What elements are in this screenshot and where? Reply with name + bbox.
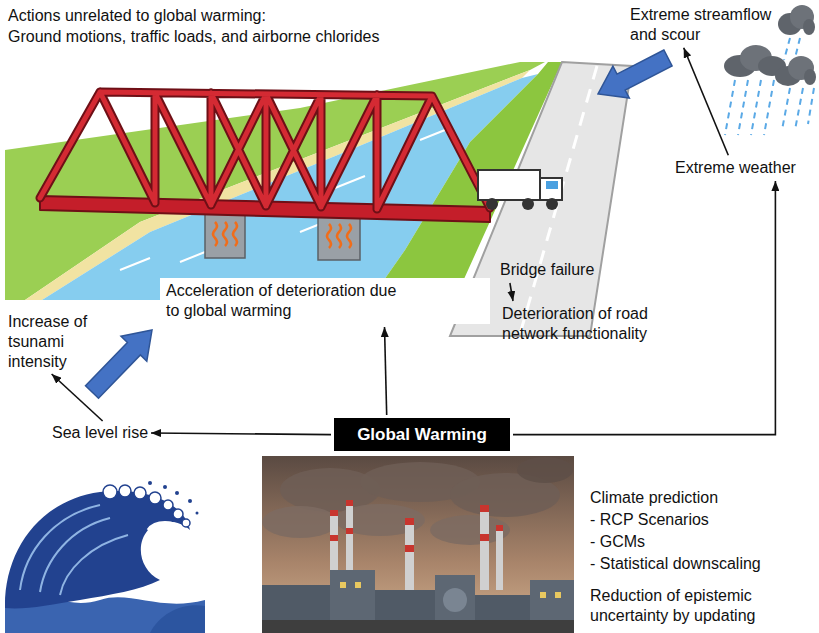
truck-cab [540,178,562,200]
arrow-connector [510,283,513,301]
ground [262,620,574,633]
foam [163,500,173,510]
truck-wheel [522,198,534,210]
rain-clouds [724,5,816,135]
arrow-connector [151,433,331,435]
note-text: Climate prediction [590,488,718,508]
arrow-connector [684,48,729,155]
foam [173,509,183,519]
chimney-band [346,528,353,534]
foam [149,492,161,504]
smoggy-sky [262,456,574,633]
global-warming-box: Global Warming [334,418,510,451]
note-text: - Statistical downscaling [590,554,761,574]
wave-stripe [20,505,128,595]
smoke [517,457,573,483]
node-text: Deterioration of road network functional… [502,304,667,344]
effect-box: Acceleration of deterioration due to glo… [160,278,490,324]
piers [205,212,360,260]
foam [148,552,156,560]
arrow-connector [385,327,387,415]
node-text: Extreme weather [675,158,796,178]
arrow-connector [52,374,103,421]
note-text: Actions unrelated to global warming: [8,6,266,26]
effect-label: Extreme weather [675,158,796,178]
truck-wheel [486,198,498,210]
window [540,592,546,598]
note-text: - RCP Scenarios [590,510,709,530]
wave [150,605,205,633]
wave [5,491,190,609]
truck-window [546,181,558,189]
block-arrow [86,330,153,398]
foam [182,519,190,527]
chimney [496,525,503,590]
rain [725,38,814,135]
bridge-pier [318,214,360,260]
effect-label: Extreme streamflow and scour [630,5,780,45]
node-text: Acceleration of deterioration due to glo… [166,281,404,321]
deterioration-mark [327,224,351,248]
effect-label: Sea level rise [52,423,148,443]
effect-label: Bridge failure [500,260,594,280]
chimney-band [405,545,414,552]
block-arrow [598,50,672,98]
foam [103,485,117,499]
note-text: Ground motions, traffic loads, and airbo… [8,27,379,47]
chimney [405,518,414,590]
tank [443,588,467,612]
window [355,582,361,588]
truck-body [478,170,540,200]
tsunami-wave [5,481,205,633]
window [555,592,561,598]
foam [154,565,162,573]
window [340,582,346,588]
truck [478,170,562,210]
spray [175,491,179,495]
cloud [803,19,815,35]
node-text: Global Warming [334,424,510,445]
chimney-band [480,505,489,512]
note-text: Reduction of epistemic uncertainty by up… [590,586,790,626]
effect-label: Deterioration of road network functional… [502,304,667,344]
node-text: Sea level rise [52,423,148,443]
foam [146,537,154,545]
chimney [480,505,489,590]
chimney-band [405,518,414,525]
node-text: Extreme streamflow and scour [630,5,780,45]
truck-wheel [546,198,558,210]
foam [119,485,131,497]
chimney-band [330,510,338,516]
node-text: Bridge failure [500,260,594,280]
chimney-band [480,534,489,541]
truss-member [40,92,490,209]
landscape [5,62,632,336]
node-text: Increase of tsunami intensity [8,312,100,372]
cloud [804,69,816,85]
deterioration-mark [213,222,237,246]
chimney-band [496,525,503,531]
foam [134,487,146,499]
spray [196,512,199,515]
chimney-band [330,535,338,541]
truss-outline [40,92,490,209]
chimney-band [346,500,353,506]
lane-marking [520,66,597,334]
bridge-pier [205,212,245,258]
wave-curl [148,523,182,531]
spray [148,481,152,485]
spray [188,499,192,503]
factory [262,456,574,633]
effect-label: Increase of tsunami intensity [8,312,100,372]
note-text: - GCMs [590,532,645,552]
smoke [262,506,338,538]
spray [163,485,167,489]
truss-bridge [40,92,490,222]
